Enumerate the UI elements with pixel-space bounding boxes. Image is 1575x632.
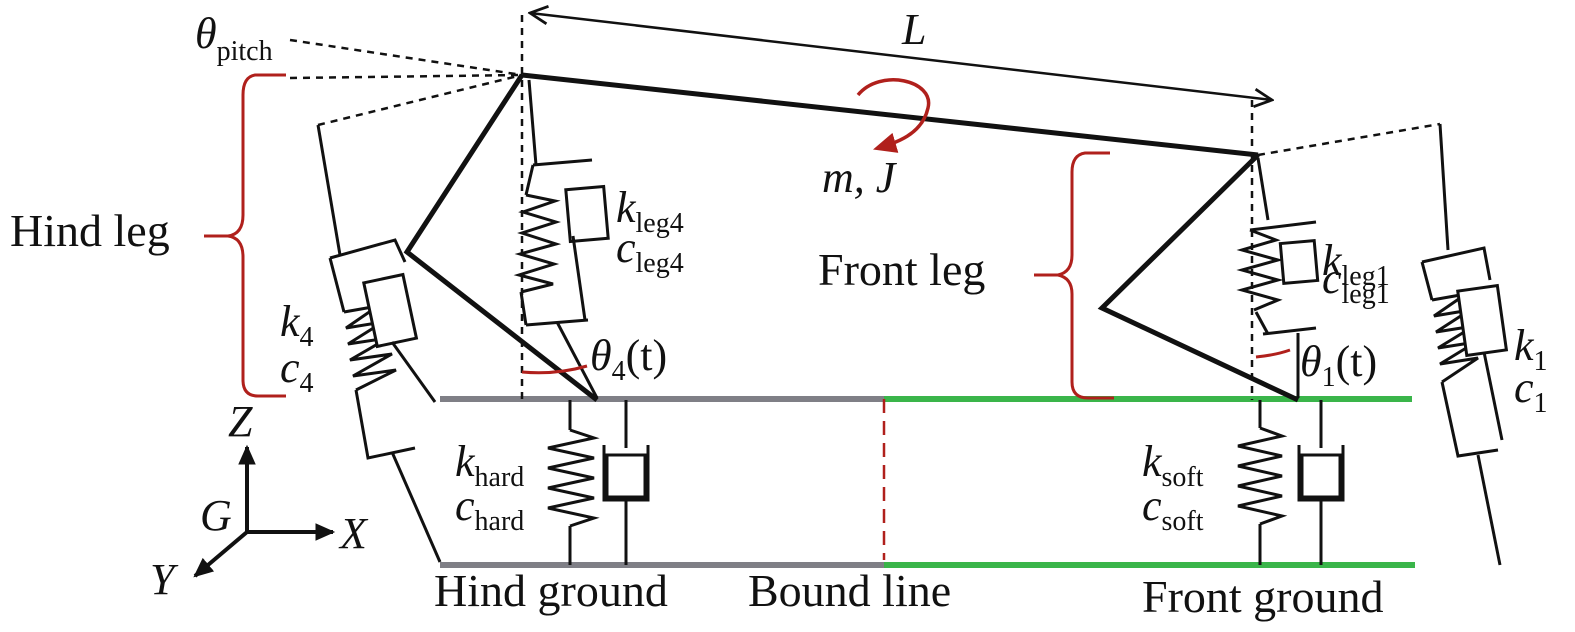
hind-leg-spring-damper	[513, 79, 610, 399]
mass-inertia-label: m, J	[822, 153, 898, 202]
c-soft-label: csoft	[1142, 481, 1204, 537]
theta1-angle-arc	[1255, 348, 1291, 359]
c-leg4-label: cleg4	[616, 223, 684, 279]
c1-label: c1	[1514, 363, 1548, 419]
coordinate-frame	[193, 444, 336, 578]
axis-x-label: X	[338, 509, 369, 558]
hind-outer-spring-damper	[316, 124, 442, 563]
front-outer-spring-damper	[1420, 123, 1509, 566]
front-ground-spring-damper	[1237, 400, 1345, 565]
hind-leg-triangle	[403, 73, 599, 402]
theta4-label: θ4(t)	[590, 331, 667, 387]
pitch-angle-label: θpitch	[195, 9, 273, 67]
front-leg-triangle	[1097, 153, 1300, 403]
pitch-reference-dash-lower	[289, 73, 523, 80]
pitch-reference-dash-upper	[289, 38, 523, 77]
axis-g-label: G	[200, 491, 232, 540]
front-leg-label: Front leg	[818, 244, 985, 295]
length-arrow	[530, 13, 1272, 100]
bound-line-label: Bound line	[748, 565, 951, 616]
theta4-angle-arc	[521, 364, 588, 375]
front-leg-spring-damper	[1236, 157, 1320, 398]
axis-y-label: Y	[150, 555, 179, 604]
rotation-arrow	[856, 78, 931, 153]
front-outer-top-dash	[1257, 122, 1441, 157]
k1-label: k1	[1514, 321, 1548, 377]
c-hard-label: chard	[455, 481, 524, 537]
c4-label: c4	[280, 343, 314, 399]
c-leg1-label: cleg1	[1322, 254, 1390, 310]
k-soft-label: ksoft	[1142, 437, 1204, 493]
k4-label: k4	[280, 297, 314, 353]
front-leg-brace	[1034, 151, 1114, 400]
axis-z-label: Z	[228, 397, 253, 446]
hind-ground-label: Hind ground	[434, 565, 668, 616]
hind-ground-spring-damper	[547, 400, 650, 565]
k-leg1-label: kleg1	[1322, 236, 1390, 292]
hind-outer-top-dash	[317, 73, 523, 127]
hind-leg-label: Hind leg	[10, 205, 170, 256]
k-hard-label: khard	[455, 437, 524, 493]
hind-leg-brace	[204, 73, 286, 398]
length-label: L	[901, 5, 926, 54]
front-ground-label: Front ground	[1142, 571, 1384, 622]
k-leg4-label: kleg4	[616, 183, 684, 239]
theta1-label: θ1(t)	[1300, 337, 1377, 393]
